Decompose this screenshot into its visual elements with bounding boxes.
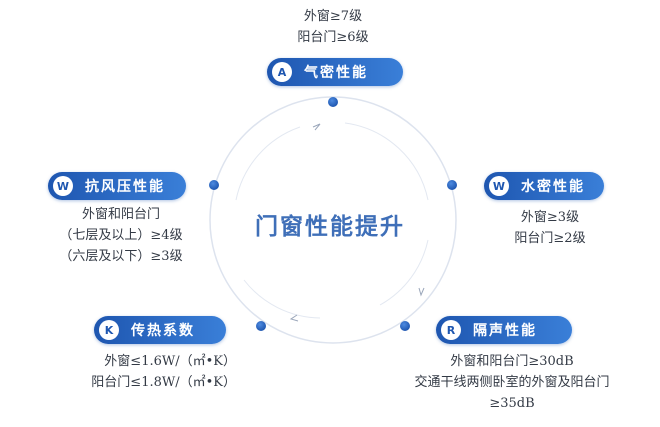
air-label: 气密性能 [304,65,368,81]
water-line-2: 阳台门≥2级 [514,231,586,246]
sound-line-1: 外窗和阳台门≥30dB [450,354,574,369]
heat-badge: K [99,320,119,340]
wind-text: 外窗和阳台门 （七层及以上）≥4级 （六层及以下）≥3级 [46,204,196,267]
heat-pill: K 传热系数 [94,316,226,344]
node-dot-water [447,180,457,190]
air-badge: A [272,62,292,82]
center-title: 门窗性能提升 [255,213,405,240]
water-text: 外窗≥3级 阳台门≥2级 [490,207,610,249]
sound-line-3: ≥35dB [489,396,535,411]
air-pill: A 气密性能 [267,58,403,86]
air-line-2: 阳台门≥6级 [297,30,369,45]
air-line-1: 外窗≥7级 [303,9,363,24]
wind-line-2: （七层及以上）≥4级 [59,228,183,243]
node-dot-air [328,97,338,107]
heat-line-1: 外窗≤1.6W/（㎡•K） [104,354,236,369]
wind-label: 抗风压性能 [85,179,165,195]
wind-line-1: 外窗和阳台门 [81,207,160,222]
wind-pill: W 抗风压性能 [48,172,186,200]
node-dot-heat [256,321,266,331]
heat-line-2: 阳台门≤1.8W/（㎡•K） [91,375,236,390]
water-label: 水密性能 [521,179,585,195]
water-line-1: 外窗≥3级 [520,210,580,225]
node-dot-wind [209,180,219,190]
air-text: 外窗≥7级 阳台门≥6级 [260,6,406,48]
heat-text: 外窗≤1.6W/（㎡•K） 阳台门≤1.8W/（㎡•K） [40,351,236,393]
water-pill: W 水密性能 [484,172,604,200]
sound-line-2: 交通干线两侧卧室的外窗及阳台门 [414,375,610,390]
wind-line-3: （六层及以下）≥3级 [59,249,183,264]
sound-pill: R 隔声性能 [436,316,572,344]
node-dot-sound [400,321,410,331]
sound-badge: R [441,320,461,340]
sound-text: 外窗和阳台门≥30dB 交通干线两侧卧室的外窗及阳台门 ≥35dB [398,351,626,414]
sound-label: 隔声性能 [473,323,537,339]
water-badge: W [489,176,509,196]
wind-badge: W [53,176,73,196]
heat-label: 传热系数 [131,323,195,339]
